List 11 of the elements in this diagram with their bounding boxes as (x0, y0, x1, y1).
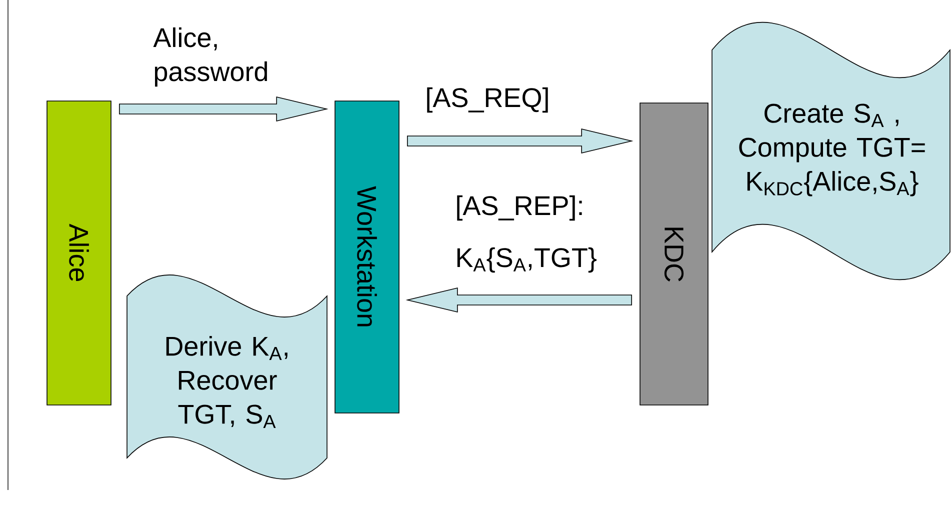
wave-note: Derive K$_{A}$, Recover TGT, S$_{A}$ (126, 275, 328, 479)
wave-note: Create S$_{A}$ , Compute TGT= K$_{KDC}${Alice,S$_{A}$} (712, 22, 950, 280)
arrow (119, 96, 328, 122)
participant-bar: Workstation (334, 100, 400, 414)
edge-label: [AS_REQ] (427, 87, 548, 113)
arrow (406, 288, 632, 312)
arrow (407, 128, 634, 154)
participant-bar: KDC (640, 102, 708, 406)
participant-bar: Alice (46, 100, 112, 406)
edge-label: Alice, password (153, 27, 267, 87)
edge-label: [AS_REP]: K$_{A}${S$_{A}$,TGT} (457, 195, 596, 273)
